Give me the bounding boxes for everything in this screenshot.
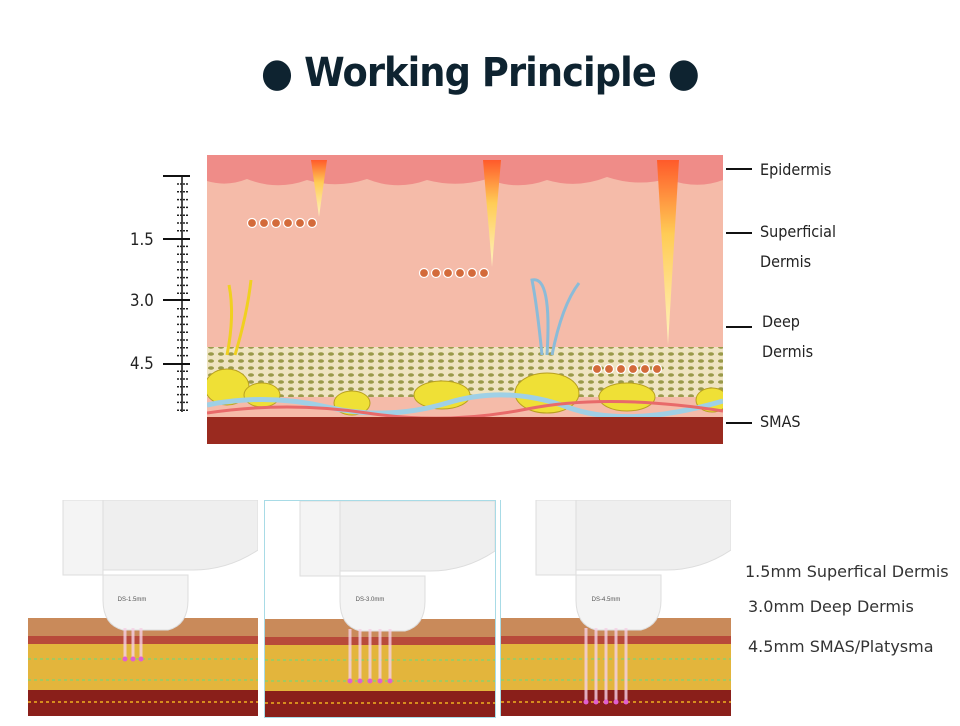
- smas-layer: [207, 417, 723, 444]
- fat-layer: [28, 644, 258, 690]
- layer-label-epidermis: Epidermis: [760, 160, 832, 179]
- caption-3-0mm: 3.0mm Deep Dermis: [748, 597, 914, 616]
- handpiece: [102, 500, 258, 571]
- cartridge-label: DS-4.5mm: [591, 597, 621, 603]
- layer-label-dermis: Dermis: [762, 342, 814, 361]
- epidermis-layer: [207, 155, 723, 186]
- page-title: ● Working Principle ●: [261, 50, 700, 96]
- cartridge-panel-1-5: [28, 500, 258, 716]
- layer-label-smas: SMAS: [760, 412, 801, 431]
- cartridge: [62, 500, 189, 631]
- cartridge-label: DS-3.0mm: [355, 597, 385, 603]
- muscle-layer: [265, 691, 495, 717]
- handpiece: [575, 500, 731, 571]
- thermal-coagulation-points: [246, 217, 663, 375]
- caption-1-5mm: 1.5mm Superfical Dermis: [745, 562, 949, 581]
- label-line: [726, 326, 752, 328]
- depth-label-1-5: 1.5: [130, 230, 154, 250]
- caption-4-5mm: 4.5mm SMAS/Platysma: [748, 637, 934, 656]
- layer-label-superficial: Superficial: [760, 222, 837, 241]
- skin-cross-section: [207, 155, 723, 444]
- depth-label-3-0: 3.0: [130, 291, 154, 311]
- fat-clusters: [207, 368, 723, 416]
- handpiece: [339, 501, 495, 572]
- layer-label-dermis: Dermis: [760, 252, 812, 271]
- label-line: [726, 232, 752, 234]
- depth-label-4-5: 4.5: [130, 354, 154, 374]
- cartridge-label: DS-1.5mm: [117, 597, 147, 603]
- cartridge: [299, 501, 426, 632]
- muscle-layer: [28, 690, 258, 716]
- layer-label-deep: Deep: [762, 312, 800, 331]
- label-line: [726, 422, 752, 424]
- focal-beams: [311, 160, 679, 345]
- cartridge-panel-3-0: [264, 500, 496, 718]
- label-line: [726, 168, 752, 170]
- cartridge: [535, 500, 662, 631]
- cartridge-panel-4-5: [500, 500, 731, 716]
- depth-ruler: [163, 175, 190, 412]
